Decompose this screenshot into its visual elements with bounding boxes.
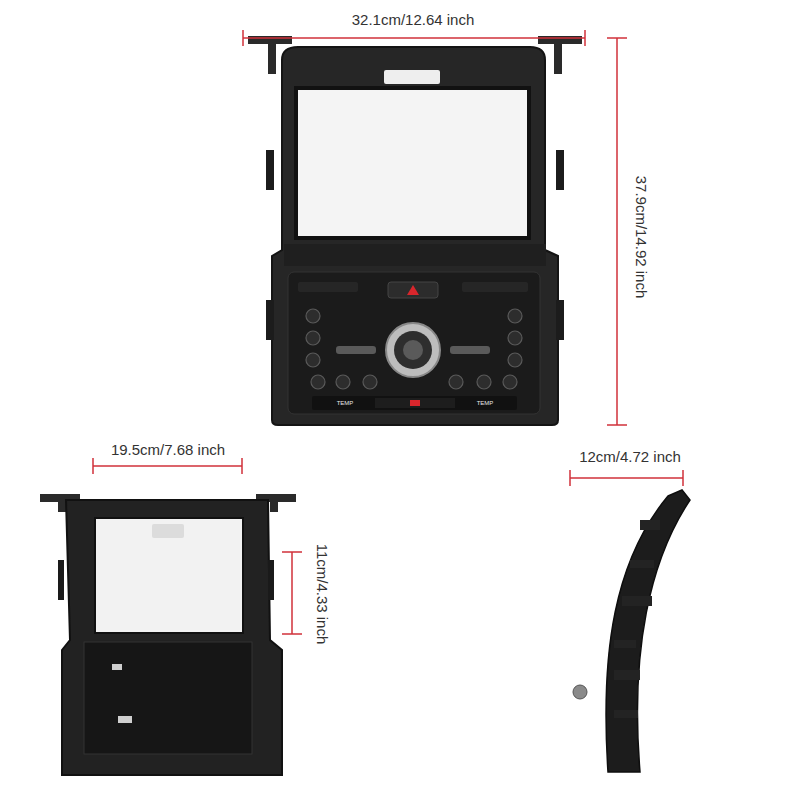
panel-marking: TEMP bbox=[337, 400, 354, 407]
panel-marking: TEMP bbox=[477, 400, 494, 407]
back-view bbox=[40, 494, 296, 775]
dimension-label: 37.9cm/14.92 inch bbox=[633, 176, 650, 299]
dimension-label: 19.5cm/7.68 inch bbox=[111, 442, 225, 459]
dimension-label: 11cm/4.33 inch bbox=[314, 544, 331, 645]
front-panel bbox=[248, 36, 582, 425]
side-view bbox=[573, 490, 690, 772]
dimension-lines bbox=[93, 30, 683, 634]
dimension-label: 32.1cm/12.64 inch bbox=[352, 12, 475, 29]
dimension-label: 12cm/4.72 inch bbox=[579, 449, 681, 466]
